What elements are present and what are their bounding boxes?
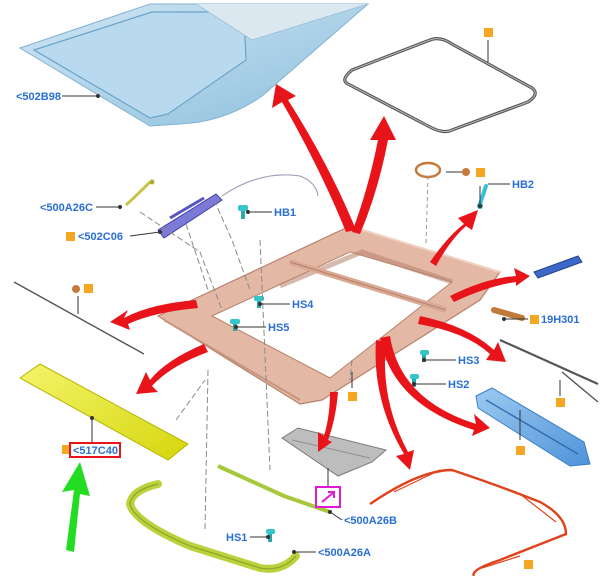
explode-arrow-trim xyxy=(136,344,208,394)
drain-hose-front-left xyxy=(124,180,152,207)
trim-panel-517c40 xyxy=(19,363,189,461)
explode-arrow-hb2 xyxy=(430,210,478,266)
label-hs3: HS3 xyxy=(458,355,479,367)
callout-leaders xyxy=(62,40,561,553)
explode-arrow-rail-left xyxy=(110,300,198,330)
label-hs5: HS5 xyxy=(268,322,289,334)
leader-dash xyxy=(425,175,429,245)
drain-tube-500a26b xyxy=(217,464,331,514)
explode-arrow-sunshade xyxy=(318,392,338,452)
label-hs4: HS4 xyxy=(292,299,314,311)
label-19h301: 19H301 xyxy=(541,314,580,326)
label-hs1: HS1 xyxy=(226,532,247,544)
square-marker-icon xyxy=(62,28,565,569)
label-500a26b: <500A26B xyxy=(344,515,397,527)
fastener-hs1 xyxy=(266,529,275,542)
explode-arrows xyxy=(110,84,530,470)
glass-roof-panel xyxy=(18,3,370,127)
explode-arrow-harness xyxy=(375,340,414,470)
explode-arrow-bracket xyxy=(450,268,530,302)
round-marker-icon xyxy=(72,168,470,293)
grommet-ring xyxy=(414,161,442,179)
assembly-leaders xyxy=(139,199,353,531)
roof-rail-right xyxy=(499,338,599,386)
front-bracket-502c06 xyxy=(157,193,223,239)
sunshade-bracket xyxy=(281,427,388,477)
drain-hose-outline xyxy=(129,483,297,570)
label-hb1: HB1 xyxy=(274,207,296,219)
clip-hb2 xyxy=(478,184,488,206)
bracket-19h301 xyxy=(491,307,525,321)
harness-branches xyxy=(393,469,557,569)
explode-arrow-glass xyxy=(272,84,356,232)
label-502b98: <502B98 xyxy=(16,91,61,103)
label-502c06: <502C06 xyxy=(78,231,123,243)
pointer-arrow-icon xyxy=(62,462,90,552)
explode-arrow-seal xyxy=(352,116,396,234)
label-517c40: <517C40 xyxy=(73,445,118,457)
note-arrow-icon xyxy=(315,486,341,508)
label-hs2: HS2 xyxy=(448,379,469,391)
fastener-hb1 xyxy=(238,205,248,219)
roof-rail-left xyxy=(13,281,145,355)
label-500a26a: <500A26A xyxy=(318,547,371,559)
explode-arrow-rail xyxy=(418,316,506,362)
roof-frame xyxy=(156,225,501,405)
wiring-harness xyxy=(369,468,568,576)
highlight-box xyxy=(69,442,121,458)
sunroof-seal xyxy=(343,37,537,134)
rear-bracket xyxy=(533,255,583,279)
sunroof-track-right xyxy=(475,387,591,467)
hose-end xyxy=(149,179,155,185)
drain-hose-500a26a xyxy=(125,480,300,573)
cable-thin xyxy=(221,174,319,197)
trim-right xyxy=(561,371,599,403)
label-hb2: HB2 xyxy=(512,179,534,191)
callout-dots xyxy=(90,94,506,554)
explode-arrow-track xyxy=(380,336,490,436)
callout-labels: <502B98 <500A26C <502C06 HB1 HB2 HS4 HS5… xyxy=(16,91,580,559)
label-500a26c: <500A26C xyxy=(40,202,93,214)
